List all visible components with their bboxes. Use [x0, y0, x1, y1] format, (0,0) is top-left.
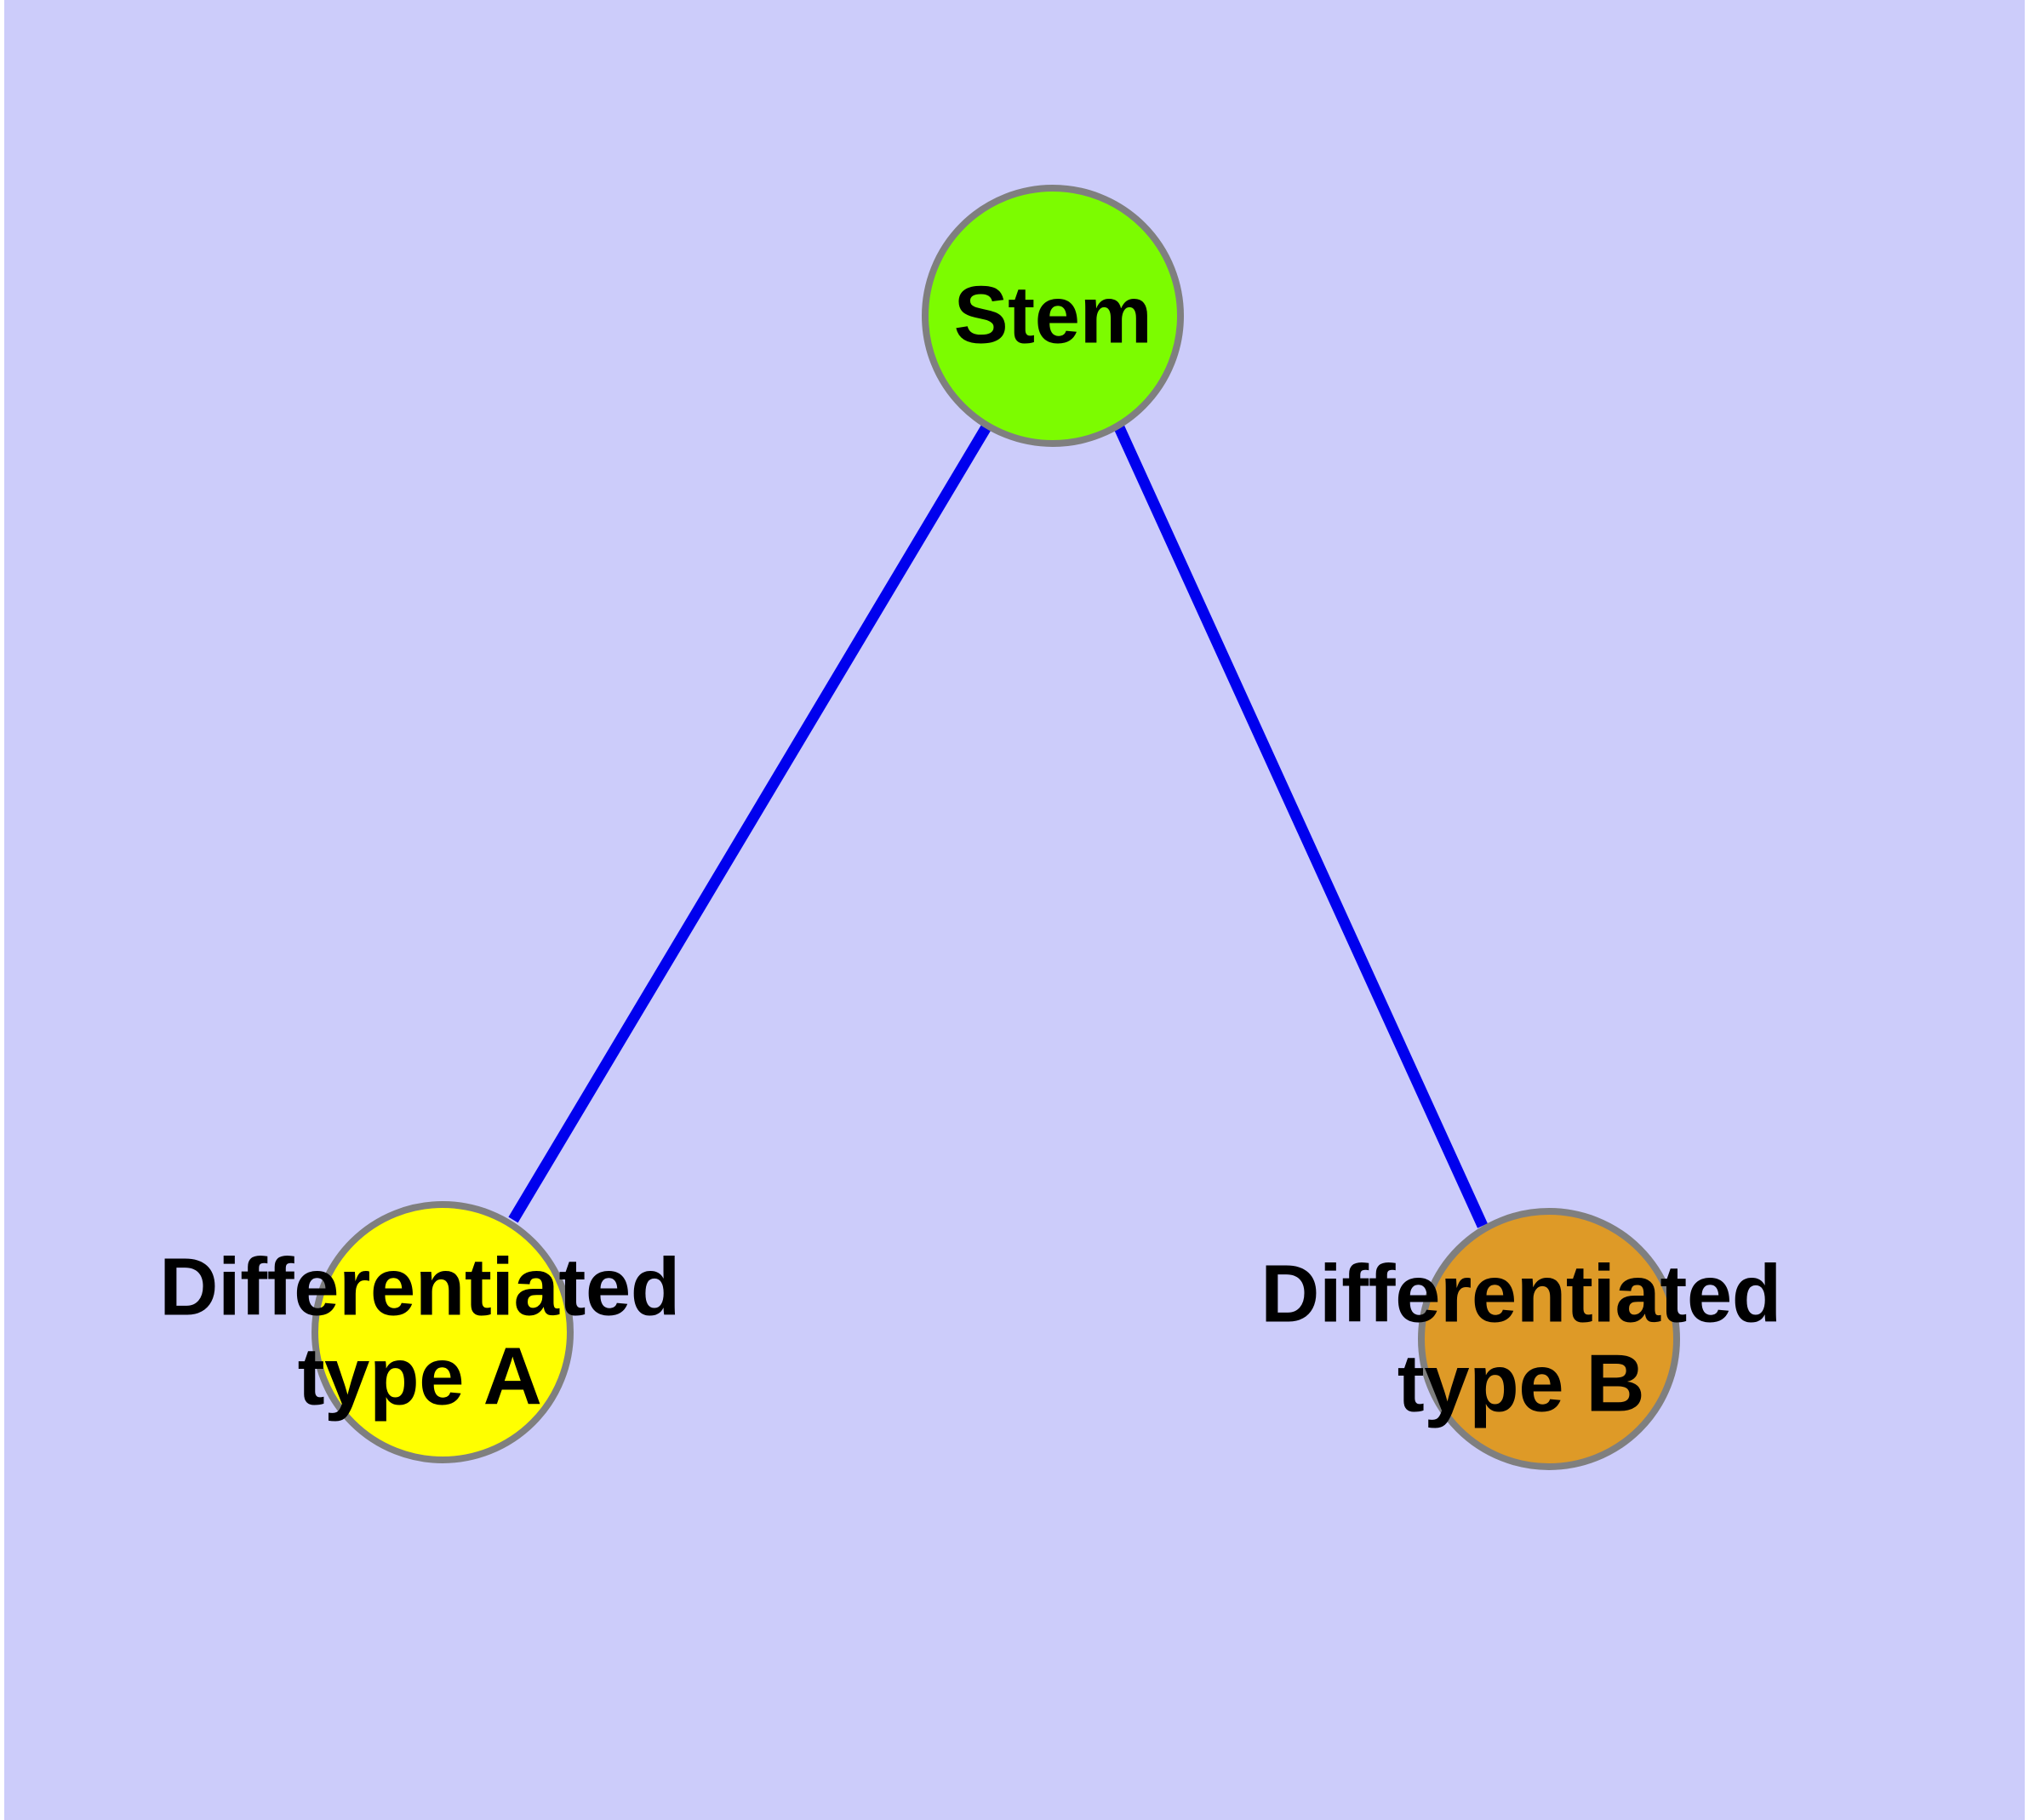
edge-stem-to-diff-b — [1113, 423, 1488, 1228]
edge-stem-to-diff-a — [508, 422, 992, 1223]
nodes-group — [311, 185, 1680, 1470]
node-circle-stem[interactable] — [922, 185, 1184, 447]
node-circle-diff-a[interactable] — [311, 1201, 574, 1463]
edges-group — [508, 422, 1488, 1228]
node-circle-diff-b[interactable] — [1418, 1208, 1680, 1470]
